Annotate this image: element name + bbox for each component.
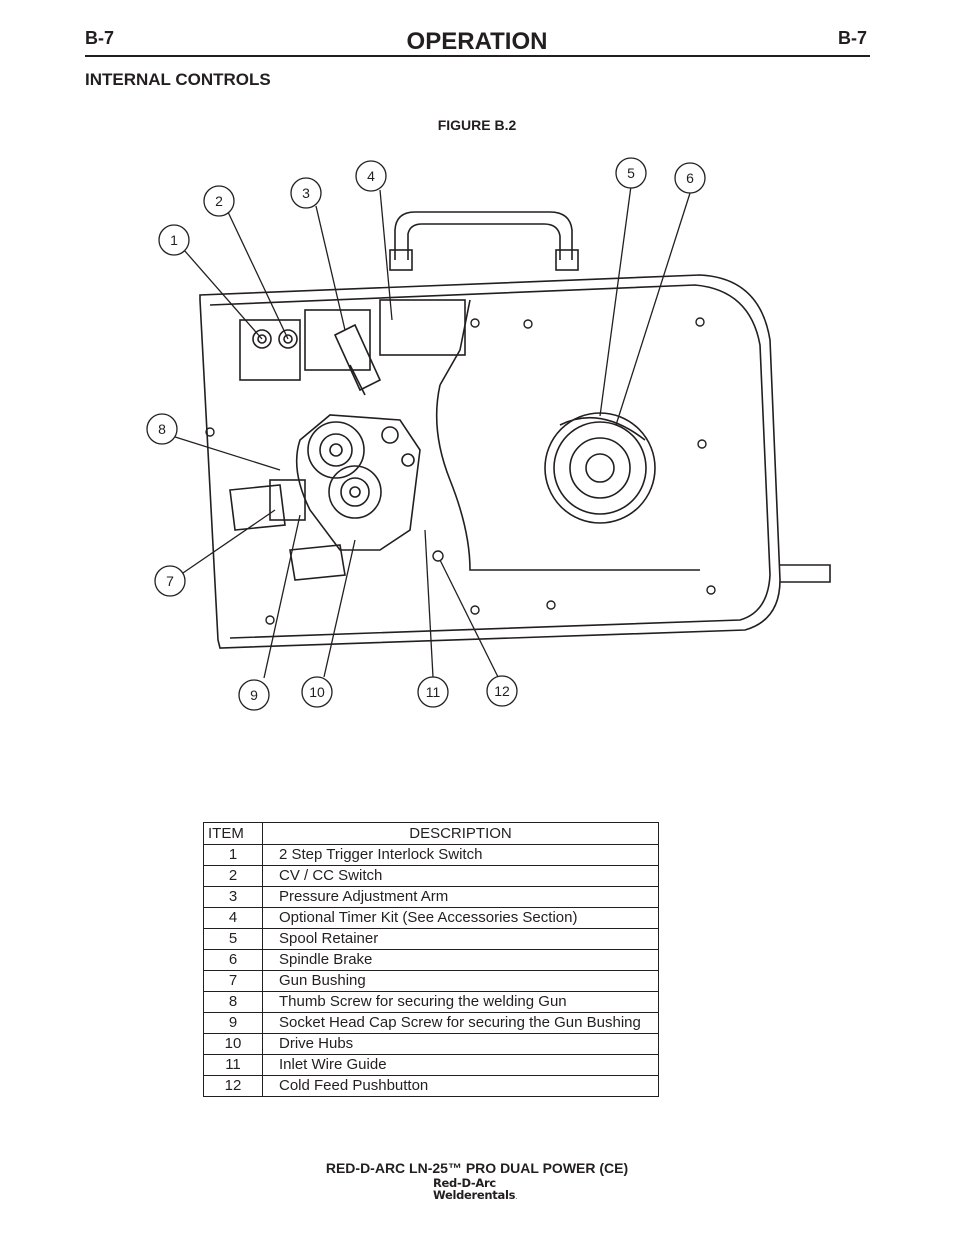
callout-1: 1 <box>170 232 178 248</box>
table-header-row: ITEM DESCRIPTION <box>203 822 659 845</box>
callout-8: 8 <box>158 421 166 437</box>
callout-6: 6 <box>686 170 694 186</box>
item-column-header: ITEM <box>203 822 263 845</box>
item-number: 9 <box>203 1012 263 1034</box>
item-description: Optional Timer Kit (See Accessories Sect… <box>262 907 659 929</box>
item-description: Drive Hubs <box>262 1033 659 1055</box>
drive-mechanism-drawing <box>229 414 421 581</box>
item-description: Inlet Wire Guide <box>262 1054 659 1076</box>
item-number: 5 <box>203 928 263 950</box>
item-description: CV / CC Switch <box>262 865 659 887</box>
item-number: 3 <box>203 886 263 908</box>
leader-lines <box>171 185 692 679</box>
item-number: 11 <box>203 1054 263 1076</box>
callout-12: 12 <box>494 683 510 699</box>
callout-2: 2 <box>215 193 223 209</box>
logo-mark: . <box>515 1193 518 1201</box>
handle-drawing <box>389 211 579 271</box>
figure-label: FIGURE B.2 <box>437 117 517 133</box>
header-rule <box>85 55 870 57</box>
item-description: Gun Bushing <box>262 970 659 992</box>
page-number-right: B-7 <box>838 28 868 48</box>
callout-11: 11 <box>426 684 441 700</box>
item-number: 6 <box>203 949 263 971</box>
wire-feeder-diagram: 1 2 3 4 5 6 7 8 9 10 11 12 <box>146 157 831 711</box>
item-number: 12 <box>203 1075 263 1097</box>
item-number: 1 <box>203 844 263 866</box>
item-number: 2 <box>203 865 263 887</box>
logo-line-2: Welderentals <box>433 1188 516 1202</box>
item-description: Cold Feed Pushbutton <box>262 1075 659 1097</box>
page-title: OPERATION <box>406 28 548 55</box>
housing-drawing <box>199 274 831 649</box>
item-number: 4 <box>203 907 263 929</box>
item-description: Thumb Screw for securing the welding Gun <box>262 991 659 1013</box>
callout-4: 4 <box>367 168 375 184</box>
pressure-arm-drawing <box>333 323 382 396</box>
item-number: 8 <box>203 991 263 1013</box>
callout-9: 9 <box>250 687 258 703</box>
item-number: 7 <box>203 970 263 992</box>
callout-5: 5 <box>627 165 635 181</box>
spool-hub-drawing <box>544 412 656 524</box>
switch-drawings <box>252 329 298 349</box>
item-description: Spool Retainer <box>262 928 659 950</box>
item-description: Spindle Brake <box>262 949 659 971</box>
logo-line-1: Red-D-Arc <box>433 1176 496 1190</box>
callout-10: 10 <box>309 684 325 700</box>
page-number-left: B-7 <box>85 28 115 48</box>
callout-circles <box>146 157 706 711</box>
callout-3: 3 <box>302 185 310 201</box>
description-column-header: DESCRIPTION <box>262 822 659 845</box>
callout-7: 7 <box>166 573 174 589</box>
section-title: INTERNAL CONTROLS <box>85 70 271 89</box>
item-description: 2 Step Trigger Interlock Switch <box>262 844 659 866</box>
item-number: 10 <box>203 1033 263 1055</box>
item-description: Socket Head Cap Screw for securing the G… <box>262 1012 659 1034</box>
item-description: Pressure Adjustment Arm <box>262 886 659 908</box>
footer-model-name: RED-D-ARC LN-25™ PRO DUAL POWER (CE) <box>325 1160 629 1176</box>
red-d-arc-logo: Red-D-Arc Welderentals. <box>433 1177 523 1203</box>
screw-drawings <box>205 317 716 625</box>
